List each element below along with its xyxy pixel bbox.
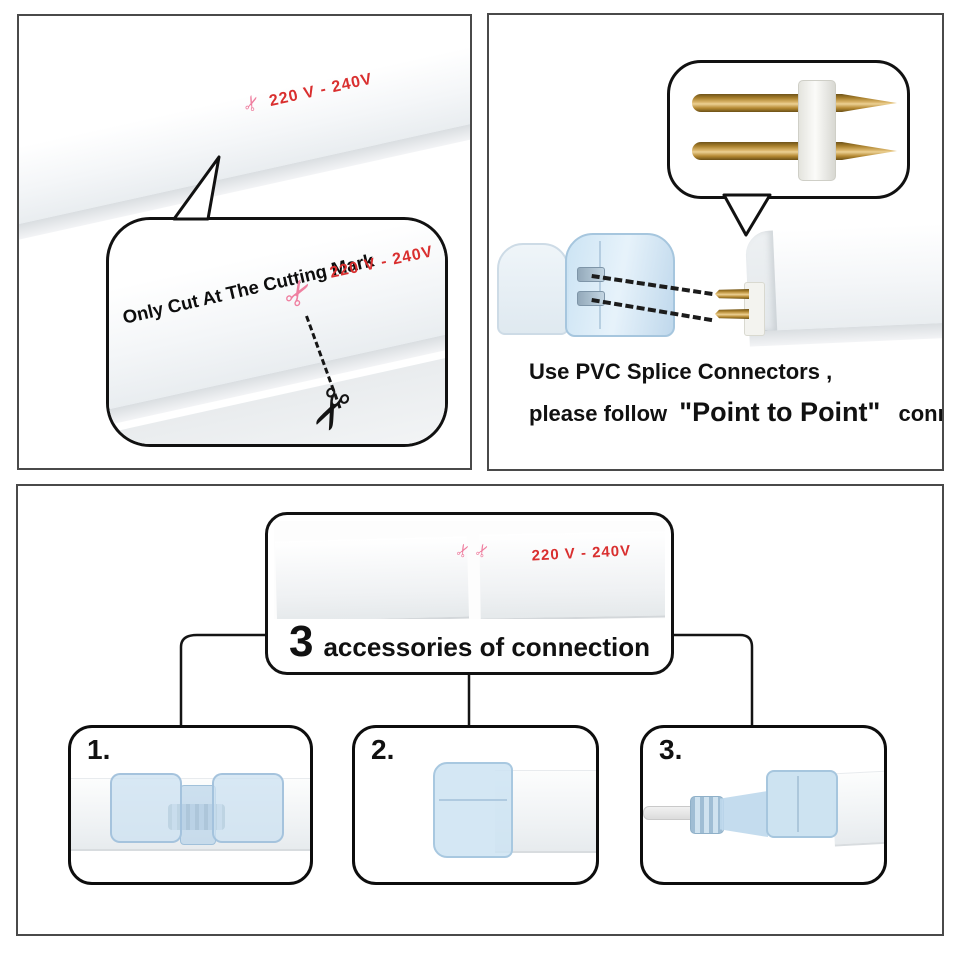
pin-socket bbox=[577, 267, 605, 282]
splice-instructions: Use PVC Splice Connectors , please follo… bbox=[529, 359, 942, 428]
voltage-label: 220 V - 240V bbox=[267, 70, 375, 110]
speech-bubble-tail bbox=[172, 155, 221, 221]
accessory-number: 2. bbox=[371, 734, 395, 765]
strip-end-cap bbox=[497, 243, 569, 335]
accessory-number: 1. bbox=[87, 734, 111, 765]
pin-tip bbox=[842, 142, 897, 160]
strip-pin-base bbox=[744, 282, 765, 336]
connector-pin bbox=[692, 94, 897, 112]
end-cap bbox=[433, 762, 513, 858]
cutting-instructions-panel: ✂ 220 V - 240V Only Cut At The Cutting M… bbox=[17, 14, 472, 470]
splice-connector-sleeve bbox=[180, 785, 216, 845]
pin-connector-bubble bbox=[667, 60, 910, 199]
led-strip bbox=[831, 770, 884, 847]
cut-mark-scissors-icon: ✂ bbox=[471, 539, 496, 562]
accessories-count: 3 bbox=[288, 617, 314, 666]
accessories-header-bubble: ✂ ✂ 220 V - 240V 3 accessories of connect… bbox=[265, 512, 674, 675]
voltage-label: 220 V - 240V bbox=[531, 542, 632, 565]
threaded-connector bbox=[690, 796, 724, 834]
led-strip-photo: ✂ 220 V - 240V bbox=[19, 31, 470, 232]
connector-taper bbox=[720, 790, 768, 838]
splice-connector-cap bbox=[212, 773, 284, 843]
accessory-box-2: 2. bbox=[352, 725, 599, 885]
accessory-number: 3. bbox=[659, 734, 683, 765]
accessory-box-1: 1. bbox=[68, 725, 313, 885]
cut-strip-photo: ✂ ✂ 220 V - 240V bbox=[274, 521, 665, 619]
instruction-line-2: please follow "Point to Point" connectio… bbox=[529, 397, 942, 428]
cut-strip-right: ✂ 220 V - 240V bbox=[471, 531, 665, 619]
splice-connector-cap bbox=[565, 233, 675, 337]
pin-tip bbox=[842, 94, 897, 112]
power-connector-cap bbox=[766, 770, 838, 838]
connector-pin bbox=[692, 142, 897, 160]
strip-pin bbox=[715, 289, 749, 299]
tree-connector-lines bbox=[179, 633, 754, 725]
instruction-line-1: Use PVC Splice Connectors , bbox=[529, 359, 833, 384]
accessories-heading: 3 accessories of connection bbox=[268, 617, 671, 667]
accessories-panel: ✂ ✂ 220 V - 240V 3 accessories of connect… bbox=[16, 484, 944, 936]
instruction-line-2-suffix: connection. bbox=[898, 401, 942, 426]
splice-connector-cap bbox=[110, 773, 182, 843]
instruction-line-2-emphasis: "Point to Point" bbox=[679, 397, 881, 427]
pin-socket bbox=[577, 291, 605, 306]
accessories-caption: accessories of connection bbox=[323, 632, 651, 662]
cut-mark-scissors-icon: ✂ bbox=[237, 91, 266, 115]
speech-bubble-tail bbox=[722, 193, 772, 237]
splice-connector-panel: Use PVC Splice Connectors , please follo… bbox=[487, 13, 944, 471]
power-cable bbox=[643, 806, 697, 820]
strip-pin bbox=[715, 309, 749, 319]
pin-holder bbox=[798, 80, 836, 181]
accessory-box-3: 3. bbox=[640, 725, 887, 885]
cut-strip-left: ✂ bbox=[274, 536, 476, 619]
cutting-detail-bubble: Only Cut At The Cutting Mark 220 V - 240… bbox=[106, 217, 448, 447]
instruction-line-2-prefix: please follow bbox=[529, 401, 668, 426]
